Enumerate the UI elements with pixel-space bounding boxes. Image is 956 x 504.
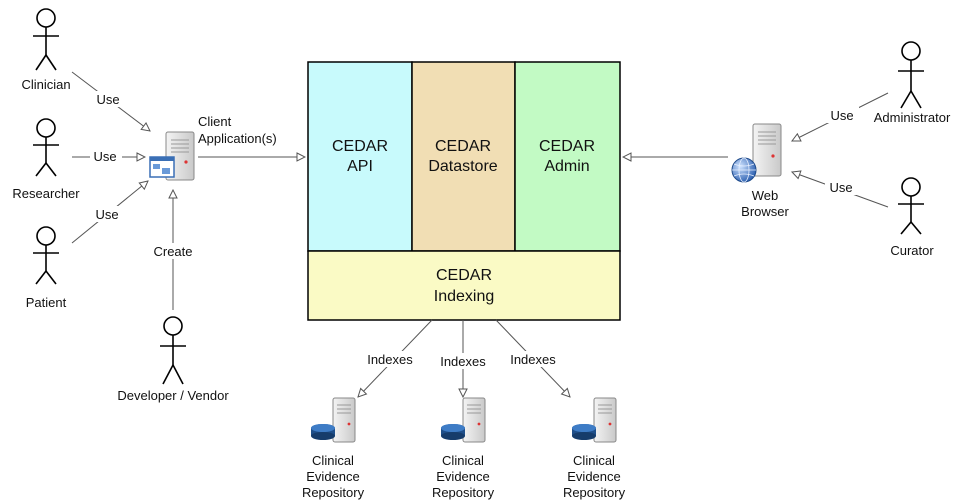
cedar-datastore-label-line1: CEDAR	[435, 138, 491, 155]
stick-figure-icon	[33, 226, 59, 285]
cedar-system-block: CEDAR API CEDAR Datastore CEDAR Admin CE…	[307, 61, 621, 321]
edge-label-use-clinician: Use	[96, 92, 119, 107]
web-browser-node: Web Browser	[731, 123, 790, 219]
stick-figure-icon	[160, 316, 186, 385]
cedar-indexing-label-line2: Indexing	[434, 288, 495, 305]
database-server-icon	[572, 397, 617, 443]
cedar-datastore-box	[411, 61, 516, 252]
edge-label-indexes-2: Indexes	[440, 354, 486, 369]
repository-3: Clinical Evidence Repository	[563, 397, 626, 500]
actor-clinician: Clinician	[21, 8, 71, 92]
browser-label-line1: Web	[752, 188, 779, 203]
edges: Use Use Use Create Use Use Indexes Index…	[71, 71, 889, 397]
actor-label: Patient	[26, 295, 67, 310]
actor-label: Administrator	[874, 110, 951, 125]
cedar-indexing-label-line1: CEDAR	[436, 267, 492, 284]
database-server-icon	[441, 397, 486, 443]
actor-label: Researcher	[12, 186, 80, 201]
cedar-admin-box	[514, 61, 621, 252]
repository-label-line3: Repository	[302, 485, 365, 500]
repository-1: Clinical Evidence Repository	[302, 397, 365, 500]
repository-label-line2: Evidence	[436, 469, 489, 484]
actor-administrator: Administrator	[874, 41, 951, 125]
client-app-label-line1: Client	[198, 114, 232, 129]
database-server-icon	[311, 397, 356, 443]
browser-label-line2: Browser	[741, 204, 789, 219]
repository-2: Clinical Evidence Repository	[432, 397, 495, 500]
edge-label-indexes-3: Indexes	[510, 352, 556, 367]
actor-developer-vendor: Developer / Vendor	[117, 316, 229, 403]
server-icon	[752, 123, 782, 177]
globe-icon	[731, 157, 757, 183]
actor-label: Developer / Vendor	[117, 388, 229, 403]
repository-label-line2: Evidence	[306, 469, 359, 484]
repository-label-line1: Clinical	[442, 453, 484, 468]
actor-patient: Patient	[26, 226, 67, 310]
edge-label-create: Create	[153, 244, 192, 259]
repository-label-line1: Clinical	[312, 453, 354, 468]
actor-researcher: Researcher	[12, 118, 80, 201]
edge-label-use-administrator: Use	[830, 108, 853, 123]
client-application-node: Client Application(s)	[149, 114, 277, 181]
stick-figure-icon	[898, 41, 924, 109]
cedar-admin-label-line2: Admin	[544, 158, 589, 175]
cedar-datastore-label-line2: Datastore	[428, 158, 497, 175]
stick-figure-icon	[898, 177, 924, 235]
repository-label-line2: Evidence	[567, 469, 620, 484]
edge-label-use-researcher: Use	[93, 149, 116, 164]
actor-curator: Curator	[890, 177, 934, 258]
cedar-api-box	[307, 61, 413, 252]
stick-figure-icon	[33, 8, 59, 71]
client-app-label-line2: Application(s)	[198, 131, 277, 146]
cedar-indexing-box	[307, 250, 621, 321]
cedar-api-label-line1: CEDAR	[332, 138, 388, 155]
repository-label-line1: Clinical	[573, 453, 615, 468]
actor-label: Clinician	[21, 77, 70, 92]
repository-label-line3: Repository	[432, 485, 495, 500]
cedar-api-label-line2: API	[347, 158, 373, 175]
edge-label-indexes-1: Indexes	[367, 352, 413, 367]
actor-label: Curator	[890, 243, 934, 258]
edge-label-use-patient: Use	[95, 207, 118, 222]
application-window-icon	[149, 156, 175, 178]
edge-label-use-curator: Use	[829, 180, 852, 195]
cedar-admin-label-line1: CEDAR	[539, 138, 595, 155]
stick-figure-icon	[33, 118, 59, 177]
repository-label-line3: Repository	[563, 485, 626, 500]
